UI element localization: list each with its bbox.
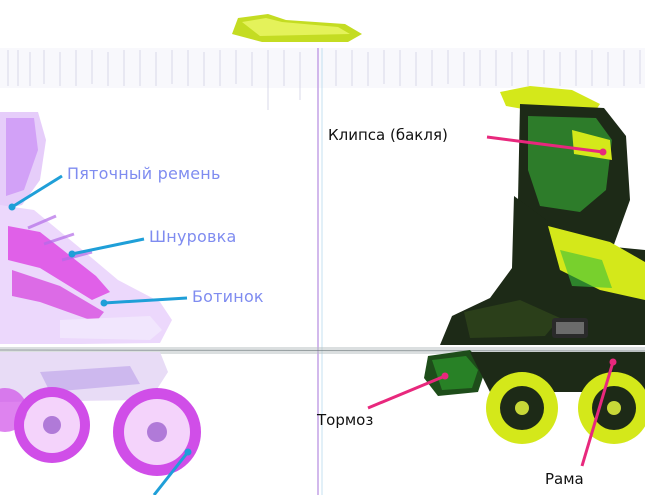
label-boot: Ботинок	[192, 289, 264, 305]
label-lacing: Шнуровка	[149, 229, 236, 245]
label-frame: Рама	[545, 472, 584, 487]
strap-fragment-top	[232, 14, 362, 42]
label-heel-strap: Пяточный ремень	[67, 166, 221, 182]
label-clip: Клипса (бакля)	[328, 128, 448, 143]
label-brake: Тормоз	[317, 413, 373, 428]
inline-skate-green-icon	[424, 86, 645, 444]
